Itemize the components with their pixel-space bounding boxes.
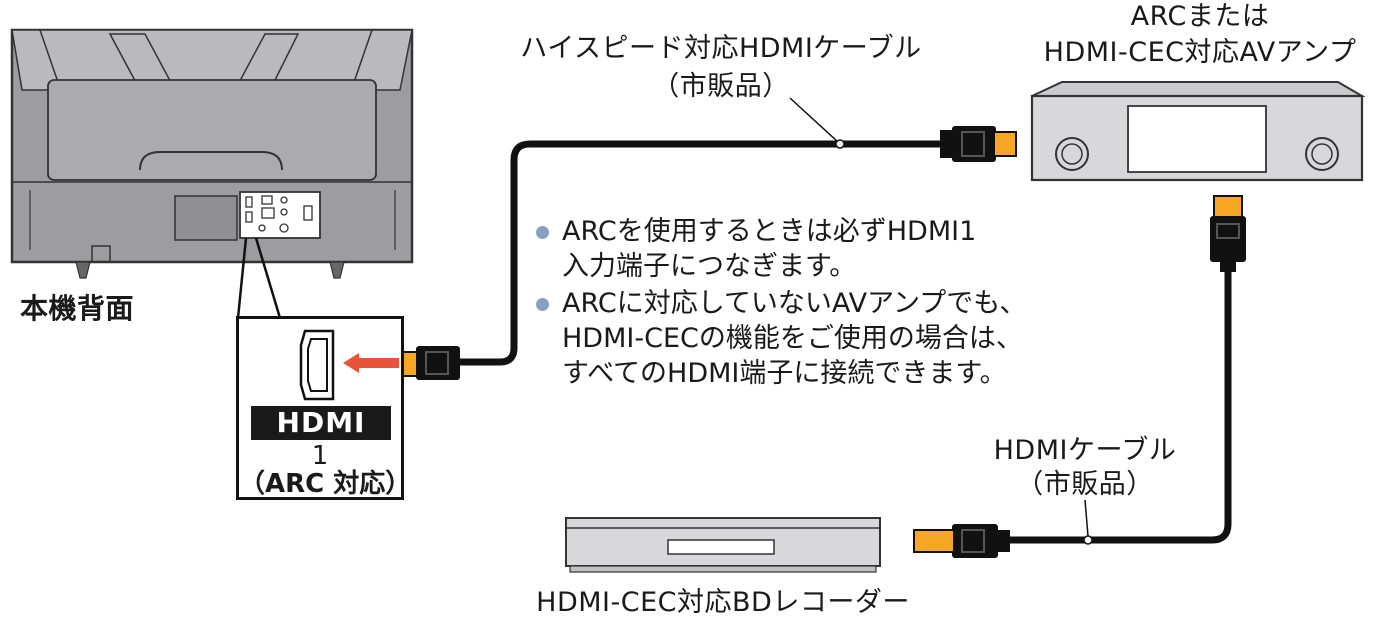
bullet-icon — [536, 298, 549, 311]
hdmi-cable-1 — [460, 140, 940, 366]
amp-label-line2: HDMI-CEC対応AVアンプ — [1043, 37, 1357, 68]
note-line: すべてのHDMI端子に接続できます。 — [562, 358, 1007, 389]
amp-label-line1: ARCまたは — [1130, 1, 1270, 32]
tv-back-label: 本機背面 — [20, 292, 135, 325]
callout-line — [236, 237, 248, 319]
insert-arrow-icon — [343, 353, 399, 373]
bd-recorder — [565, 517, 881, 573]
hdmi-connector-tv — [397, 346, 460, 380]
hdmi-badge: HDMI — [251, 406, 391, 440]
port-number: 1 — [311, 441, 329, 471]
cable2-label: HDMIケーブル — [993, 435, 1177, 466]
note-line: HDMI-CECの機能をご使用の場合は、 — [562, 323, 1023, 354]
av-amplifier — [1030, 81, 1366, 182]
hdmi-port-icon — [299, 329, 335, 401]
label-leader — [1084, 499, 1089, 537]
tv-back-panel — [10, 28, 414, 279]
note-item-1: ARCを使用するときは必ずHDMI1 入力端子につなぎます。 — [536, 214, 977, 284]
cable2-sub-label: （市販品） — [1016, 469, 1154, 500]
hdmi-connector-amp-2 — [1210, 195, 1246, 272]
hdmi-connector-amp — [940, 126, 1017, 162]
note-line: ARCに対応していないAVアンプでも、 — [562, 288, 1027, 319]
hdmi-cable-2 — [1006, 272, 1232, 544]
note-line: 入力端子につなぎます。 — [562, 251, 857, 282]
arc-support-note: （ARC 対応） — [239, 469, 412, 499]
label-leader — [789, 97, 839, 143]
note-item-2: ARCに対応していないAVアンプでも、 HDMI-CECの機能をご使用の場合は、… — [536, 286, 1027, 391]
hdmi1-port-detail: HDMI 1 （ARC 対応） — [236, 316, 412, 500]
hs-cable-sub-label: （市販品） — [652, 71, 790, 102]
recorder-label: HDMI-CEC対応BDレコーダー — [536, 587, 910, 618]
hdmi-connector-recorder — [913, 524, 1010, 558]
bullet-icon — [536, 226, 549, 239]
callout-line — [254, 237, 282, 319]
note-line: ARCを使用するときは必ずHDMI1 — [562, 216, 977, 247]
hs-cable-label: ハイスピード対応HDMIケーブル — [520, 33, 922, 64]
